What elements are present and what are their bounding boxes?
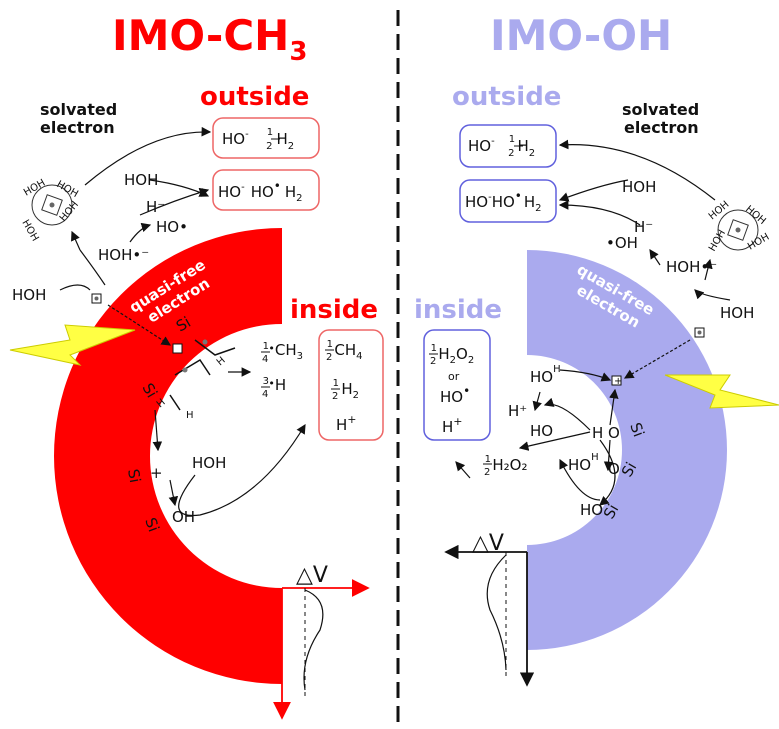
left-delta-v: △V <box>296 563 328 588</box>
right-hoh-1: HOH <box>622 178 656 196</box>
right-box-inside <box>423 329 491 441</box>
right-outside-label: outside <box>452 82 561 112</box>
right-oh-radical: •OH <box>606 234 638 252</box>
svg-text:HOH: HOH <box>743 204 768 227</box>
right-ho-inner-1: HOH <box>530 364 561 386</box>
right-potential-curve <box>486 554 507 671</box>
left-si-1: Si <box>124 468 144 485</box>
right-ho-3: HO <box>580 501 603 519</box>
right-box-outside-2 <box>459 179 557 223</box>
left-box-inside <box>318 329 384 441</box>
svg-text:H: H <box>186 410 194 421</box>
svg-text:HOH: HOH <box>707 228 728 253</box>
left-vacancy-inner <box>172 343 183 354</box>
left-h-minus: H⁻ <box>146 198 165 216</box>
right-hoh-2: HOH <box>720 304 754 322</box>
left-outside-label: outside <box>200 82 309 112</box>
left-solvated-label-2: electron <box>40 118 115 137</box>
svg-text:HOH: HOH <box>746 232 771 253</box>
left-light-bolt-icon <box>9 324 136 366</box>
right-h-plus: H⁺ <box>508 402 527 420</box>
svg-text:H: H <box>215 355 228 368</box>
svg-text:HOH: HOH <box>19 218 40 243</box>
right-hoh-inner: HOH <box>568 452 599 474</box>
right-ho-inner-2: HO <box>530 422 553 440</box>
left-methyl-surface: Si Si H H H <box>139 313 236 421</box>
right-vacancy-inner <box>611 375 622 386</box>
left-solvated-cluster: HOH HOH HOH HOH <box>19 178 81 244</box>
left-oh: OH <box>172 508 195 526</box>
right-box-outside-1 <box>459 124 557 168</box>
right-silanol-1: H O <box>592 424 620 442</box>
left-potential-curve <box>303 589 324 691</box>
left-box-inside-line-3: H+ <box>336 413 357 434</box>
left-box-outside-2-text: HO-HO•H2 <box>218 179 303 204</box>
svg-text:HOH: HOH <box>707 199 732 222</box>
left-ho-radical: HO• <box>156 218 188 236</box>
left-panel: IMO-CH3 outside inside solvated electron… <box>9 11 384 720</box>
left-hoh-radical-anion: HOH•⁻ <box>98 246 149 264</box>
left-inside-label: inside <box>290 295 378 325</box>
right-si-1: Si <box>626 420 648 439</box>
right-box-inside-line-3: H+ <box>442 415 463 436</box>
left-hoh-inner: HOH <box>192 454 226 472</box>
right-solvated-label-1: solvated <box>622 100 699 119</box>
svg-text:+: + <box>614 376 622 387</box>
left-box-outside-2 <box>212 169 320 211</box>
left-solvated-label-1: solvated <box>40 100 117 119</box>
right-light-bolt-icon <box>664 374 779 409</box>
left-box-outside-1 <box>212 117 320 159</box>
right-solvated-label-2: electron <box>624 118 699 137</box>
right-title: IMO-OH <box>490 11 672 60</box>
right-box-inside-line-2: HO• <box>440 384 470 406</box>
left-si-2: Si <box>141 515 163 534</box>
right-pore-wall <box>527 250 727 650</box>
right-solvated-cluster: HOH HOH HOH HOH <box>707 199 771 253</box>
left-pore-wall <box>54 228 282 684</box>
right-box-outside-2-text: HO-HO•H2 <box>465 189 542 214</box>
left-title: IMO-CH3 <box>112 11 307 67</box>
left-plus: + <box>150 464 163 482</box>
right-h-minus: H⁻ <box>634 218 653 236</box>
left-hoh-2: HOH <box>12 286 46 304</box>
right-panel: IMO-OH outside inside solvated electron … <box>414 11 779 687</box>
svg-text:HOH: HOH <box>55 179 80 200</box>
right-inside-label: inside <box>414 295 502 325</box>
left-hoh-1: HOH <box>124 171 158 189</box>
right-box-inside-or: or <box>448 370 460 383</box>
